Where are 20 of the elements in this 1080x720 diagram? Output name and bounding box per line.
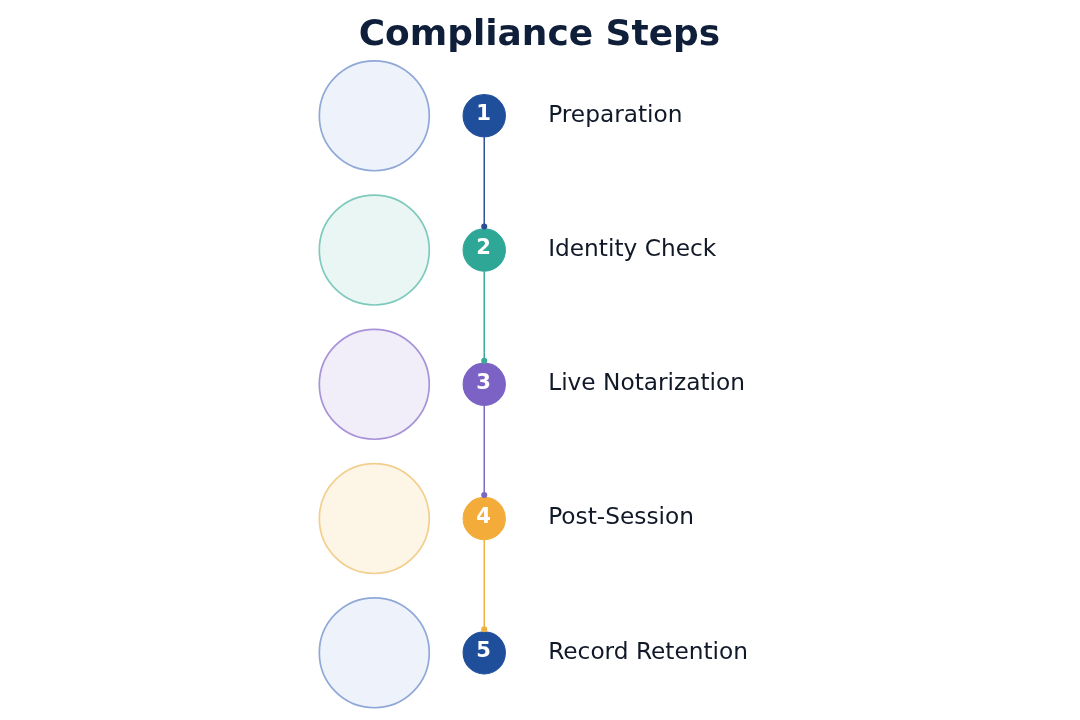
- node-label: Live Notarization: [548, 367, 746, 395]
- connector: [481, 404, 488, 498]
- node-circle: 5: [462, 630, 506, 674]
- node-circle: 1: [462, 93, 506, 137]
- connector: [481, 270, 488, 364]
- node-circle: [318, 596, 431, 709]
- node-circle: [318, 59, 431, 172]
- node-circle: [318, 193, 431, 306]
- node-label: Preparation: [548, 99, 683, 127]
- node-circle: 3: [462, 362, 506, 406]
- connector: [481, 135, 488, 230]
- node-label: Identity Check: [548, 233, 717, 261]
- diagram-title: Compliance Steps: [358, 11, 721, 53]
- node-label: Record Retention: [548, 636, 749, 664]
- node-circle: [318, 327, 431, 440]
- node-circle: 2: [462, 227, 506, 272]
- node-circle: 4: [462, 496, 506, 540]
- connector: [481, 538, 488, 632]
- node-circle: [318, 462, 431, 574]
- node-label: Post-Session: [548, 501, 694, 529]
